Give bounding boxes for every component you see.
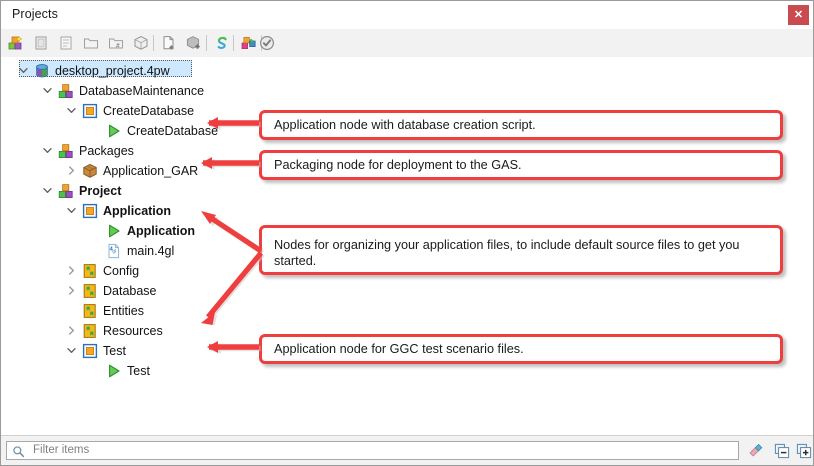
tree-node-label: Entities (103, 304, 144, 318)
tree-node-entities[interactable]: Entities (1, 301, 813, 321)
tree-node-packages[interactable]: Packages (1, 141, 813, 161)
application-icon (82, 103, 98, 119)
new-application-icon[interactable] (30, 32, 52, 54)
tree-node-application-gar[interactable]: Application_GAR (1, 161, 813, 181)
callout-box-3: Nodes for organizing your application fi… (259, 225, 783, 275)
title-bar: Projects ✕ (1, 1, 813, 30)
tree-node-label: Config (103, 264, 140, 278)
application-icon (82, 343, 98, 359)
project-icon (34, 63, 50, 79)
new-virtual-folder-icon[interactable]: # (105, 32, 127, 54)
callout-box-1: Application node with database creation … (259, 110, 783, 140)
tree-node-label: Project (79, 184, 122, 198)
chevron-down-icon[interactable] (65, 104, 78, 117)
search-icon (13, 446, 25, 458)
svg-text:#: # (116, 42, 120, 49)
gar-package-icon (82, 163, 98, 179)
chevron-right-icon[interactable] (65, 324, 78, 337)
filter-placeholder: Filter items (33, 444, 90, 456)
close-button[interactable]: ✕ (788, 5, 809, 25)
folder-node-icon (82, 303, 98, 319)
chevron-down-icon[interactable] (41, 184, 54, 197)
tree-node-label: Resources (103, 324, 163, 338)
new-package-icon[interactable] (130, 32, 152, 54)
new-folder-icon[interactable] (80, 32, 102, 54)
tree-node-createdatabase[interactable]: CreateDatabase (1, 121, 813, 141)
tree-node-label: Application (127, 224, 196, 238)
tree-node-project[interactable]: Project (1, 181, 813, 201)
tree-node-application[interactable]: Application (1, 201, 813, 221)
tree-node-test[interactable]: Test (1, 361, 813, 381)
tree-node-label: DatabaseMaintenance (79, 84, 205, 98)
clear-filter-icon[interactable] (746, 442, 764, 460)
callout-text: Application node for GGC test scenario f… (274, 342, 524, 356)
refresh-icon[interactable] (211, 32, 233, 54)
run-icon (106, 223, 122, 239)
group-icon (58, 83, 74, 99)
tree-node-config[interactable]: Config (1, 261, 813, 281)
callout-box-4: Application node for GGC test scenario f… (259, 334, 783, 364)
toolbar-separator (153, 35, 154, 51)
chevron-down-icon[interactable] (41, 144, 54, 157)
add-package-icon[interactable] (183, 32, 205, 54)
svg-text:gl: gl (112, 249, 116, 254)
chevron-right-icon[interactable] (65, 284, 78, 297)
chevron-down-icon[interactable] (41, 84, 54, 97)
validate-icon[interactable] (256, 32, 278, 54)
tree-node-label: CreateDatabase (103, 104, 195, 118)
callout-text: Application node with database creation … (274, 118, 536, 132)
toolbar-separator (233, 35, 234, 51)
tree-node-label: Application (103, 204, 172, 218)
expand-all-icon[interactable] (795, 442, 813, 460)
callout-text: Nodes for organizing your application fi… (274, 238, 740, 268)
toolbar: # (1, 29, 813, 58)
group-icon (58, 183, 74, 199)
application-icon (82, 203, 98, 219)
chevron-down-icon[interactable] (65, 344, 78, 357)
add-file-icon[interactable] (158, 32, 180, 54)
close-icon: ✕ (793, 8, 804, 21)
svg-text:4: 4 (110, 246, 114, 252)
chevron-down-icon[interactable] (17, 64, 30, 77)
tree-node-createdatabase[interactable]: CreateDatabase (1, 101, 813, 121)
tree-node-label: Test (103, 344, 126, 358)
callout-text: Packaging node for deployment to the GAS… (274, 158, 522, 172)
tree-node-label: Test (127, 364, 150, 378)
tree-node-label: Application_GAR (103, 164, 199, 178)
window-title: Projects (12, 7, 58, 21)
chevron-right-icon[interactable] (65, 264, 78, 277)
tree-node-label: desktop_project.4pw (55, 64, 170, 78)
collapse-all-icon[interactable] (773, 442, 791, 460)
filter-input[interactable]: Filter items (6, 441, 739, 460)
new-library-icon[interactable] (55, 32, 77, 54)
tree-node-label: Packages (79, 144, 134, 158)
callout-box-2: Packaging node for deployment to the GAS… (259, 150, 783, 180)
folder-node-icon (82, 263, 98, 279)
chevron-right-icon[interactable] (65, 164, 78, 177)
toolbar-separator (206, 35, 207, 51)
tree-node-desktop-project-4pw[interactable]: desktop_project.4pw (1, 61, 813, 81)
tree-node-label: Database (103, 284, 157, 298)
tree-node-databasemaintenance[interactable]: DatabaseMaintenance (1, 81, 813, 101)
run-icon (106, 363, 122, 379)
tree-node-database[interactable]: Database (1, 281, 813, 301)
new-project-icon[interactable] (5, 32, 27, 54)
tree-node-application[interactable]: Application (1, 221, 813, 241)
tree-node-resources[interactable]: Resources (1, 321, 813, 341)
chevron-down-icon[interactable] (65, 204, 78, 217)
tree-node-test[interactable]: Test (1, 341, 813, 361)
tree-node-label: CreateDatabase (127, 124, 219, 138)
filter-bar: Filter items (1, 435, 813, 465)
folder-node-icon (82, 283, 98, 299)
group-icon (58, 143, 74, 159)
tree-node-label: main.4gl (127, 244, 175, 258)
run-icon (106, 123, 122, 139)
build-icon[interactable] (238, 32, 260, 54)
folder-node-icon (82, 323, 98, 339)
